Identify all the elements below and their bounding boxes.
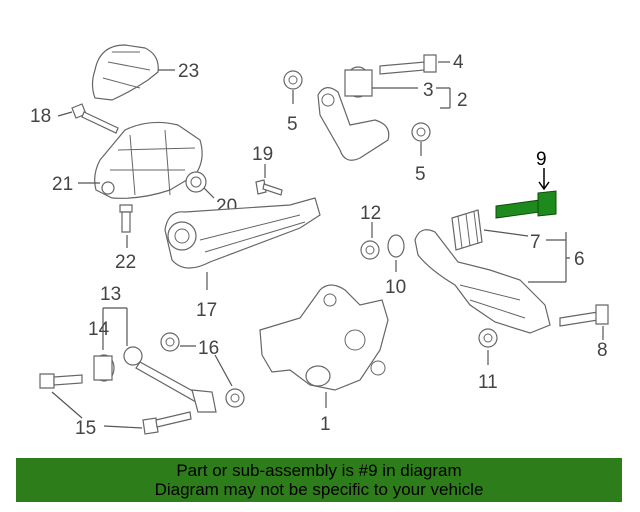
part-18-bolt[interactable] <box>71 103 119 134</box>
part-15-bolt-b[interactable] <box>142 411 192 435</box>
banner-line-2: Diagram may not be specific to your vehi… <box>154 480 484 499</box>
callout-19: 19 <box>252 144 273 165</box>
part-5-nut-lower[interactable] <box>411 122 431 142</box>
callout-13: 13 <box>100 284 121 305</box>
callout-2: 2 <box>457 90 468 111</box>
callout-12: 12 <box>360 203 381 224</box>
callout-7: 7 <box>530 232 541 253</box>
callout-18: 18 <box>30 106 51 127</box>
callout-4: 4 <box>453 52 464 73</box>
callout-5b: 5 <box>415 164 426 185</box>
part-4-bolt[interactable] <box>379 54 437 75</box>
part-10-washer[interactable] <box>387 234 405 258</box>
part-6-lower-arm[interactable] <box>414 229 551 334</box>
part-9-bolt-highlight[interactable] <box>495 190 557 219</box>
part-2-upper-arm[interactable] <box>317 87 390 161</box>
banner-line-1: Part or sub-assembly is #9 in diagram <box>176 461 462 480</box>
callout-14: 14 <box>88 319 110 340</box>
callout-22: 22 <box>115 252 136 273</box>
part-8-bolt[interactable] <box>559 304 609 327</box>
callout-8: 8 <box>597 340 608 361</box>
callout-5a: 5 <box>287 114 298 135</box>
part-17-trailing-arm[interactable] <box>164 197 321 269</box>
part-7-bushing[interactable] <box>451 209 483 251</box>
callout-17: 17 <box>196 300 217 321</box>
part-12-nut[interactable] <box>360 240 380 260</box>
part-16-nut-b[interactable] <box>225 388 245 408</box>
callout-15: 15 <box>75 418 96 439</box>
part-14-bushing[interactable] <box>93 354 115 382</box>
part-3-bushing[interactable] <box>344 66 373 98</box>
part-15-bolt-a[interactable] <box>39 373 83 389</box>
callout-10: 10 <box>385 277 406 298</box>
callout-1: 1 <box>320 414 331 435</box>
callout-21: 21 <box>52 174 73 195</box>
parts-diagram: 23 18 21 22 20 19 17 <box>30 44 609 439</box>
part-5-nut-upper[interactable] <box>283 70 303 90</box>
callout-6: 6 <box>574 249 585 270</box>
part-22-bolt[interactable] <box>119 204 133 233</box>
part-23-cover[interactable] <box>91 44 159 101</box>
callout-3: 3 <box>423 80 434 101</box>
callout-9: 9 <box>536 149 547 170</box>
part-1-knuckle[interactable] <box>259 284 389 391</box>
part-19-bolt[interactable] <box>255 179 283 196</box>
info-banner: Part or sub-assembly is #9 in diagram Di… <box>16 458 622 502</box>
part-16-nut-a[interactable] <box>160 332 180 352</box>
part-13-link[interactable] <box>123 346 217 413</box>
callout-11: 11 <box>478 372 498 393</box>
callout-23: 23 <box>178 61 199 82</box>
part-11-nut[interactable] <box>478 328 498 348</box>
part-20-nut[interactable] <box>185 171 207 193</box>
part-21-mount[interactable] <box>94 121 203 199</box>
callout-16: 16 <box>198 338 219 359</box>
